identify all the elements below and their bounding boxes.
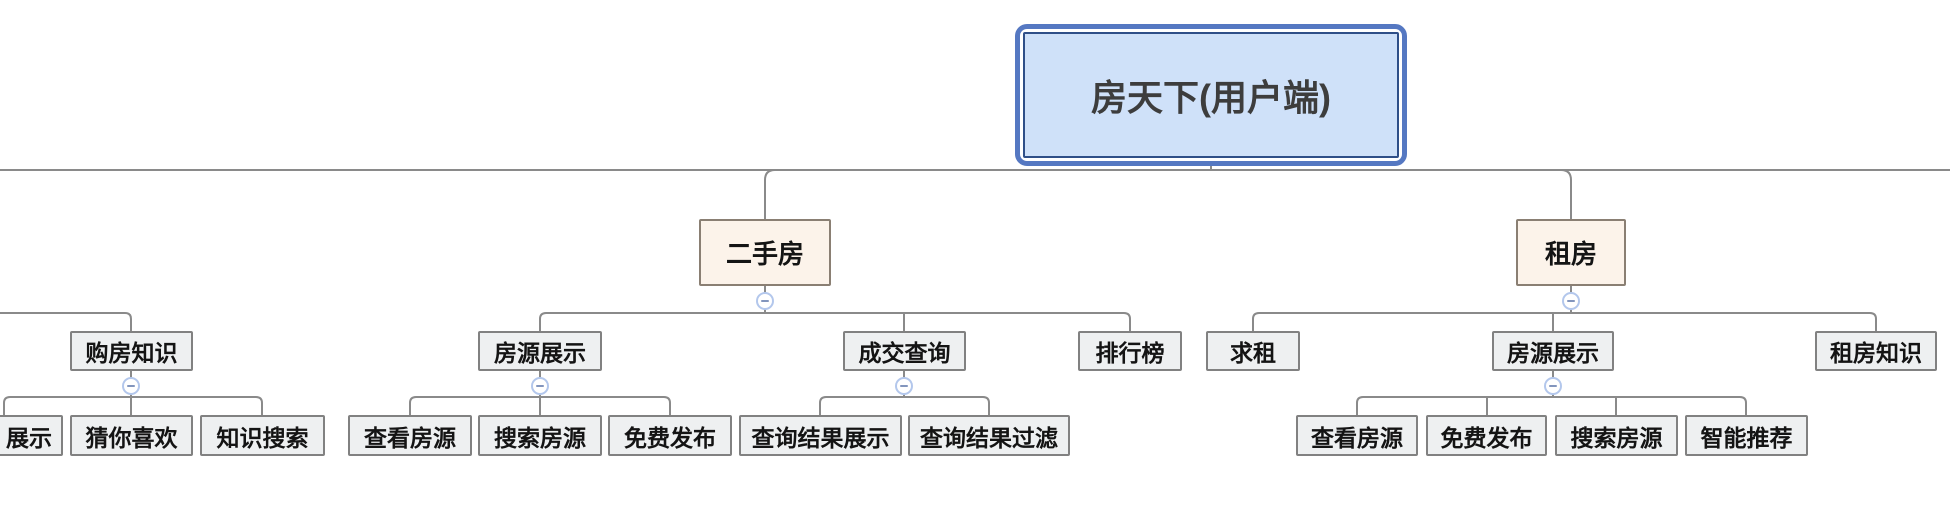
- node-label: 租房知识: [1830, 340, 1922, 366]
- node-view-listing-secondhand[interactable]: 查看房源: [348, 415, 472, 456]
- node-search-listing-secondhand[interactable]: 搜索房源: [478, 415, 602, 456]
- node-view-listing-rent[interactable]: 查看房源: [1296, 415, 1418, 456]
- node-label: 展示: [6, 424, 52, 451]
- node-label: 免费发布: [1440, 424, 1533, 451]
- node-label: 房源展示: [494, 340, 586, 366]
- node-label: 购房知识: [85, 340, 178, 366]
- node-label: 搜索房源: [494, 424, 586, 451]
- node-query-result-display[interactable]: 查询结果展示: [739, 415, 902, 456]
- node-root[interactable]: 房天下(用户端): [1015, 24, 1407, 166]
- node-smart-recommend[interactable]: 智能推荐: [1685, 415, 1808, 456]
- node-seek-rent[interactable]: 求租: [1206, 331, 1300, 371]
- collapse-icon[interactable]: [895, 377, 913, 395]
- node-label: 二手房: [725, 239, 804, 269]
- node-guess-you-like[interactable]: 猜你喜欢: [70, 415, 193, 456]
- node-label: 查看房源: [364, 424, 456, 451]
- node-search-listing-rent[interactable]: 搜索房源: [1555, 415, 1678, 456]
- node-label: 房源展示: [1507, 340, 1599, 366]
- node-label: 求租: [1230, 340, 1276, 366]
- node-label: 成交查询: [858, 340, 951, 366]
- node-label: 排行榜: [1095, 340, 1165, 366]
- node-deal-query[interactable]: 成交查询: [843, 331, 966, 371]
- node-renting[interactable]: 租房: [1516, 219, 1626, 286]
- node-second-hand-house[interactable]: 二手房: [699, 219, 831, 286]
- collapse-icon[interactable]: [1562, 292, 1580, 310]
- node-label: 租房: [1544, 239, 1597, 269]
- node-label: 查看房源: [1311, 424, 1403, 451]
- node-buy-house-knowledge[interactable]: 购房知识: [70, 331, 193, 371]
- collapse-icon[interactable]: [122, 377, 140, 395]
- node-free-publish-secondhand[interactable]: 免费发布: [608, 415, 732, 456]
- node-rent-knowledge[interactable]: 租房知识: [1815, 331, 1937, 371]
- node-query-result-filter[interactable]: 查询结果过滤: [908, 415, 1070, 456]
- node-label: 查询结果展示: [751, 424, 890, 451]
- collapse-icon[interactable]: [756, 292, 774, 310]
- node-free-publish-rent[interactable]: 免费发布: [1426, 415, 1547, 456]
- node-ranking[interactable]: 排行榜: [1078, 331, 1182, 371]
- node-label: 免费发布: [624, 424, 716, 451]
- node-root-label: 房天下(用户端): [1023, 32, 1399, 158]
- node-knowledge-search[interactable]: 知识搜索: [200, 415, 325, 456]
- node-listing-display-secondhand[interactable]: 房源展示: [478, 331, 602, 371]
- node-label: 知识搜索: [216, 424, 309, 451]
- collapse-icon[interactable]: [531, 377, 549, 395]
- node-label: 猜你喜欢: [85, 424, 178, 451]
- node-display-clipped[interactable]: 展示: [0, 415, 63, 456]
- node-listing-display-rent[interactable]: 房源展示: [1492, 331, 1614, 371]
- node-label: 智能推荐: [1700, 424, 1793, 451]
- node-label: 搜索房源: [1570, 424, 1663, 451]
- collapse-icon[interactable]: [1544, 377, 1562, 395]
- node-label: 查询结果过滤: [920, 424, 1058, 451]
